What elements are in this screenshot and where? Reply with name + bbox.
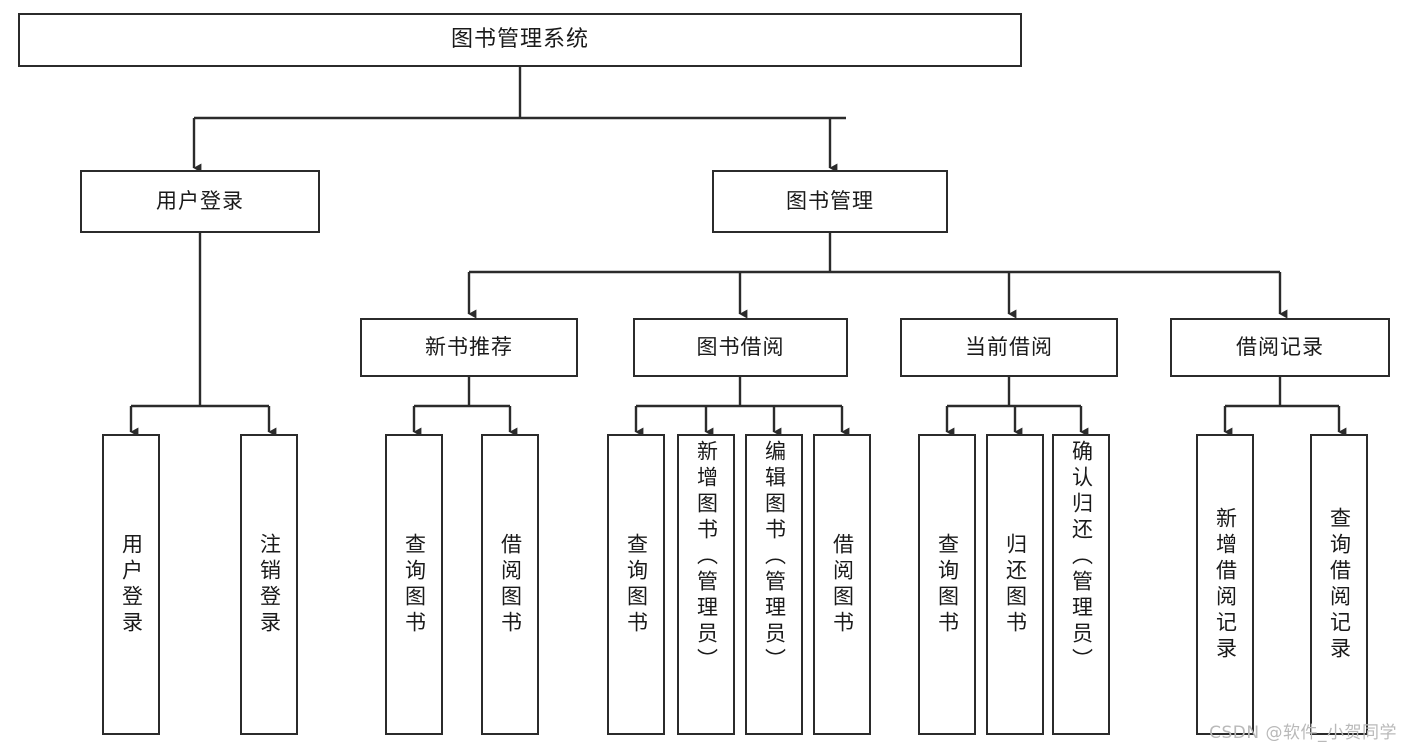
leaf-label: 查询借阅记录 bbox=[1327, 506, 1352, 663]
node-current-borrow[interactable]: 当前借阅 bbox=[900, 318, 1118, 377]
leaf-label: 新增借阅记录 bbox=[1213, 506, 1238, 663]
leaf-record-add-record[interactable]: 新增借阅记录 bbox=[1196, 434, 1254, 735]
node-new-book-recommend[interactable]: 新书推荐 bbox=[360, 318, 578, 377]
leaf-label: 编辑图书（管理员） bbox=[762, 440, 787, 674]
leaf-label: 新增图书（管理员） bbox=[694, 440, 719, 674]
leaf-borrow-query-book[interactable]: 查询图书 bbox=[607, 434, 665, 735]
leaf-current-confirm-return-admin[interactable]: 确认归还（管理员） bbox=[1052, 434, 1110, 735]
leaf-borrow-add-book-admin[interactable]: 新增图书（管理员） bbox=[677, 434, 735, 735]
node-book-management-module[interactable]: 图书管理 bbox=[712, 170, 948, 233]
node-label: 图书管理 bbox=[786, 188, 874, 213]
leaf-current-return-book[interactable]: 归还图书 bbox=[986, 434, 1044, 735]
leaf-borrow-edit-book-admin[interactable]: 编辑图书（管理员） bbox=[745, 434, 803, 735]
leaf-label: 查询图书 bbox=[402, 532, 427, 637]
leaf-user-logout[interactable]: 注销登录 bbox=[240, 434, 298, 735]
node-borrow-record[interactable]: 借阅记录 bbox=[1170, 318, 1390, 377]
node-root-label: 图书管理系统 bbox=[450, 26, 589, 52]
leaf-label: 借阅图书 bbox=[830, 532, 855, 637]
leaf-label: 用户登录 bbox=[119, 532, 144, 637]
node-root[interactable]: 图书管理系统 bbox=[18, 13, 1022, 67]
node-label: 用户登录 bbox=[156, 188, 244, 213]
watermark: CSDN @软件_小贺同学 bbox=[1209, 723, 1397, 743]
leaf-label: 查询图书 bbox=[935, 532, 960, 637]
node-book-borrow[interactable]: 图书借阅 bbox=[633, 318, 848, 377]
leaf-newbook-borrow-book[interactable]: 借阅图书 bbox=[481, 434, 539, 735]
node-label: 借阅记录 bbox=[1236, 334, 1324, 359]
node-label: 当前借阅 bbox=[965, 334, 1053, 359]
leaf-label: 归还图书 bbox=[1003, 532, 1028, 637]
leaf-user-login[interactable]: 用户登录 bbox=[102, 434, 160, 735]
node-label: 图书借阅 bbox=[696, 334, 785, 359]
node-label: 新书推荐 bbox=[425, 334, 513, 359]
leaf-record-query-record[interactable]: 查询借阅记录 bbox=[1310, 434, 1368, 735]
leaf-label: 借阅图书 bbox=[498, 532, 523, 637]
leaf-label: 确认归还（管理员） bbox=[1069, 440, 1094, 674]
leaf-label: 查询图书 bbox=[624, 532, 649, 637]
leaf-borrow-borrow-book[interactable]: 借阅图书 bbox=[813, 434, 871, 735]
leaf-newbook-query-book[interactable]: 查询图书 bbox=[385, 434, 443, 735]
leaf-label: 注销登录 bbox=[257, 532, 282, 637]
node-user-login-module[interactable]: 用户登录 bbox=[80, 170, 320, 233]
leaf-current-query-book[interactable]: 查询图书 bbox=[918, 434, 976, 735]
